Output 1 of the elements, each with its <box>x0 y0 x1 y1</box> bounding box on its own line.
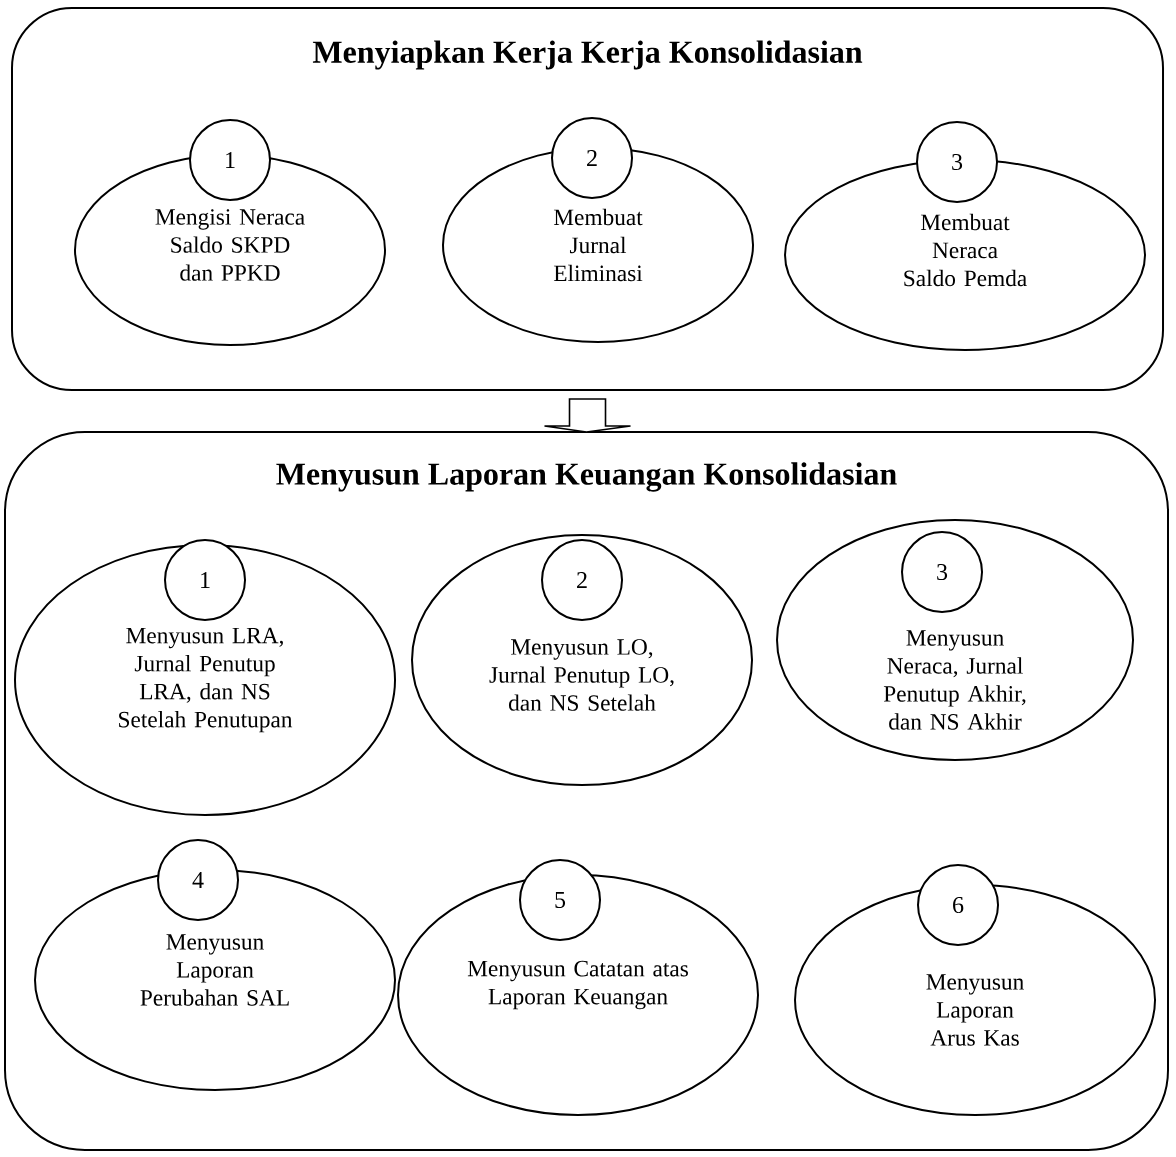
block-arrow <box>543 398 632 433</box>
